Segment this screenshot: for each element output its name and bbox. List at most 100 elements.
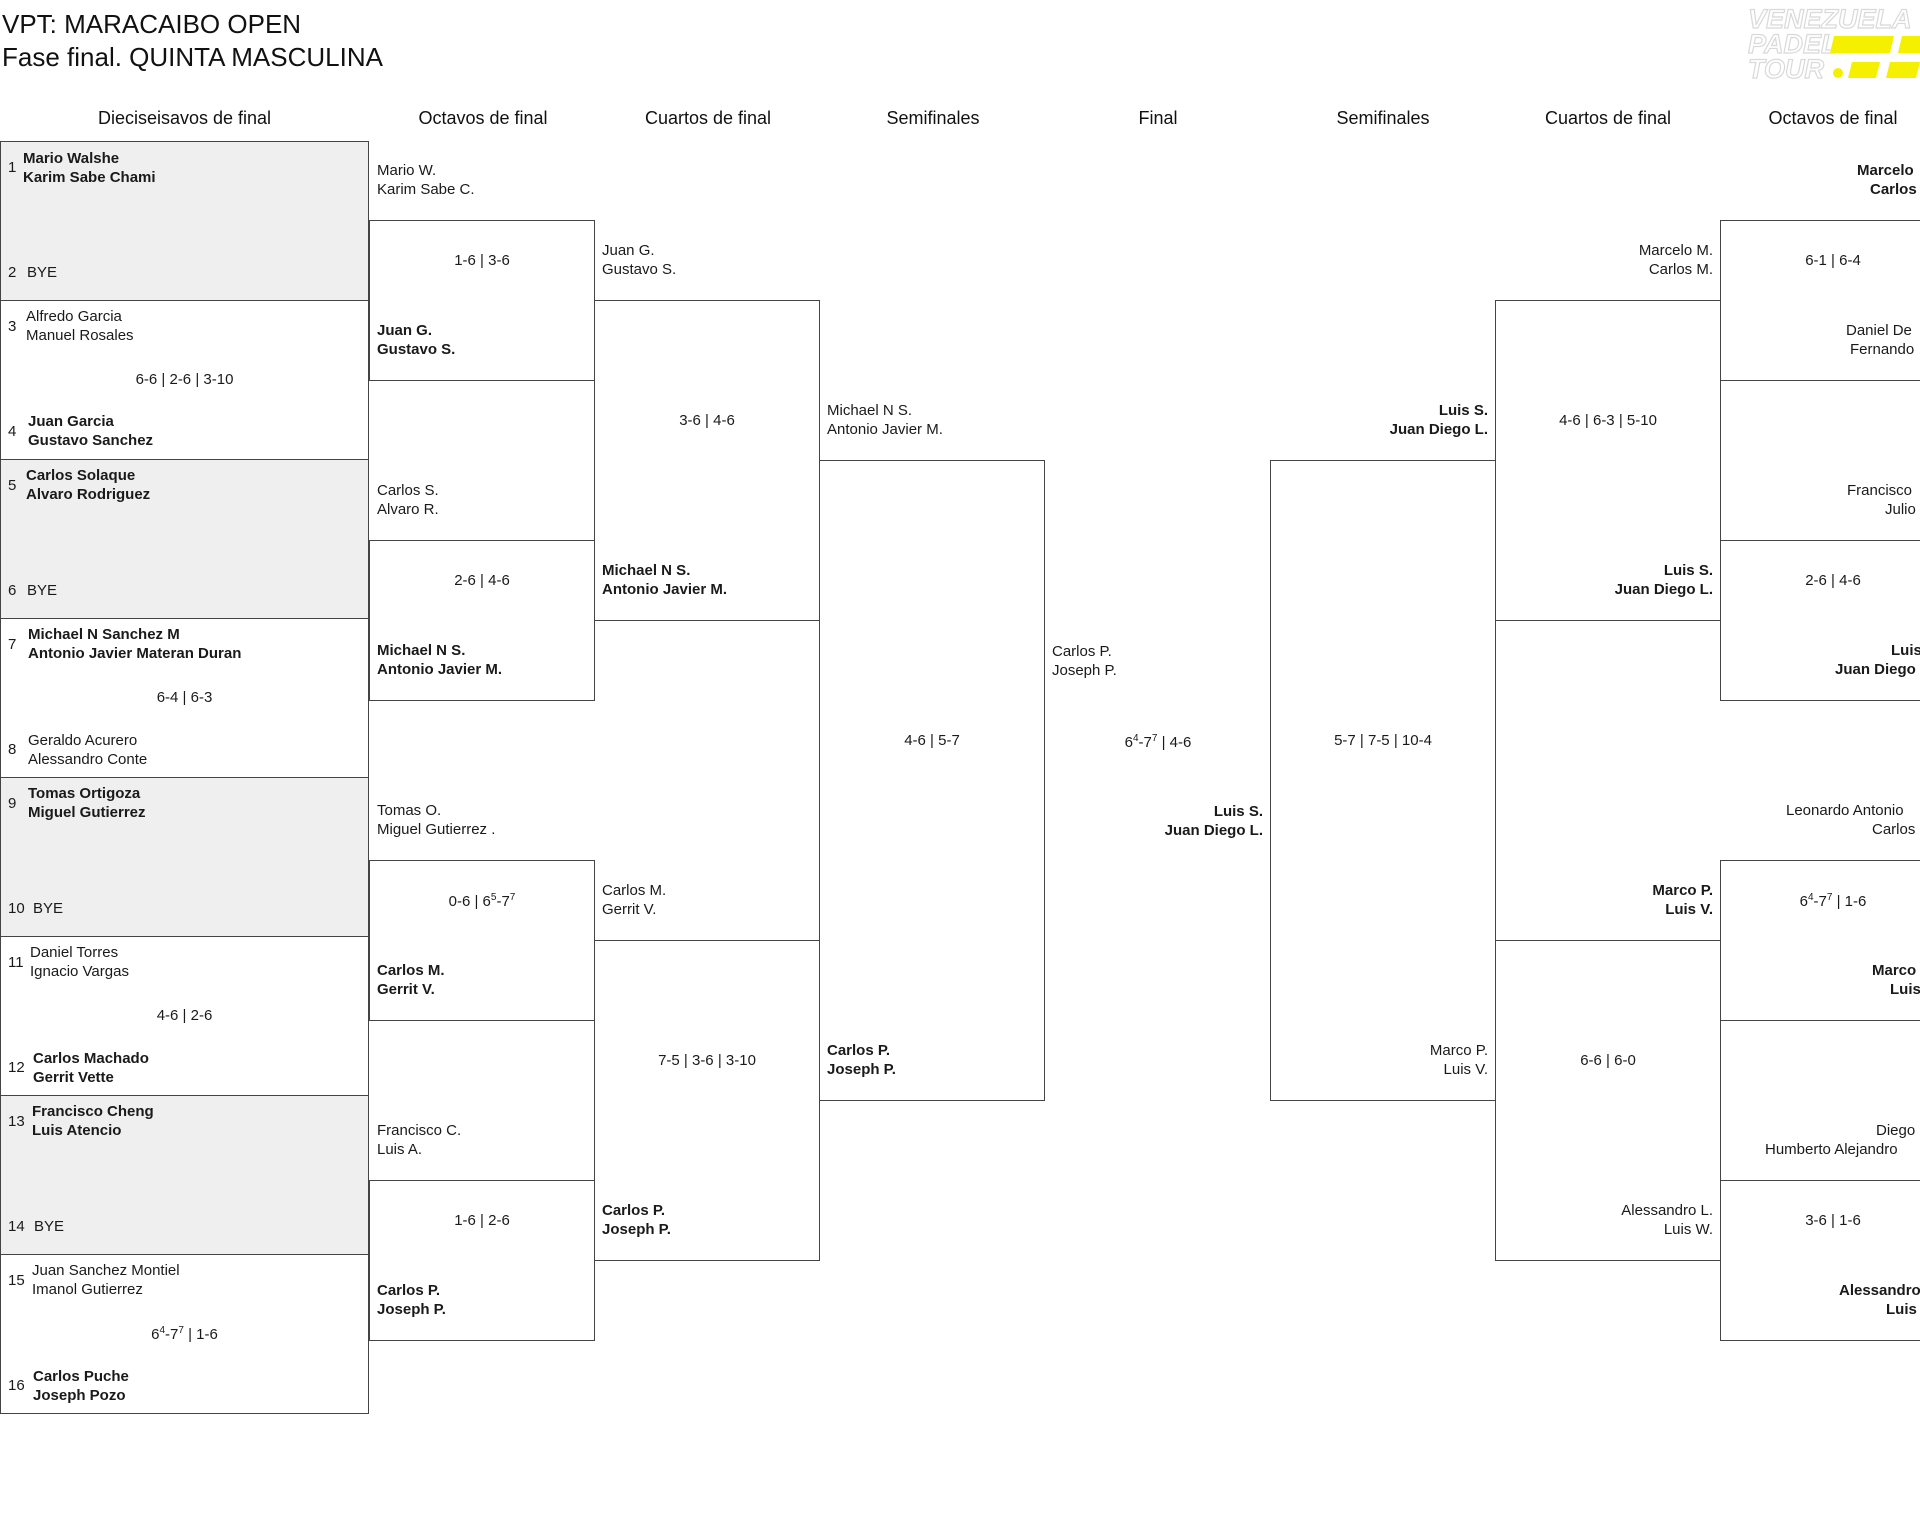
r32-match-3 [0, 459, 369, 619]
player-name: Marco [1872, 962, 1917, 979]
player-name: Carlos [1872, 821, 1916, 838]
player-name: Michael N S. [602, 562, 691, 579]
player-name: Carlos M. [602, 882, 667, 899]
player-name: Marcelo M. [1638, 242, 1713, 259]
player-name: Juan G. [602, 242, 655, 259]
player-name: Antonio Javier M. [827, 421, 943, 438]
player-name: Luis V. [1443, 1061, 1488, 1078]
match-score: 6-6 | 6-0 [1580, 1052, 1636, 1069]
header-qf-right: Cuartos de final [1544, 108, 1672, 128]
player-name: Juan G. [377, 322, 433, 339]
player-name: Gerrit V. [602, 901, 657, 918]
player-name: Daniel Torres [30, 944, 119, 961]
player-name: Juan Sanchez Montiel [32, 1262, 180, 1279]
svg-text:TOUR: TOUR [1748, 54, 1825, 82]
match-score: 1-6 | 3-6 [454, 252, 510, 269]
seed-number: 1 [8, 159, 17, 176]
seed-number: 4 [8, 423, 17, 440]
player-name: Joseph P. [1052, 662, 1117, 679]
player-name: Juan Diego [1835, 661, 1916, 678]
match-score: 2-6 | 4-6 [454, 572, 510, 589]
player-name: Carlos P. [1052, 643, 1112, 660]
match-score: 64-77 | 1-6 [1799, 892, 1867, 911]
player-name: Michael N S. [827, 402, 913, 419]
player-name: Mario Walshe [23, 150, 120, 167]
r16-left-match-4 [369, 1180, 595, 1341]
r32-match-7 [0, 1095, 369, 1255]
vpt-logo: VENEZUELA PADEL TOUR [1747, 3, 1920, 82]
player-name: Juan Diego L. [1614, 581, 1713, 598]
r16-left-match-2 [369, 540, 595, 701]
player-name: Francisco Cheng [32, 1103, 154, 1120]
player-name: Imanol Gutierrez [32, 1281, 143, 1298]
player-name: Alessandro Conte [28, 751, 148, 768]
seed-number: 7 [8, 636, 17, 653]
player-name: Joseph P. [827, 1061, 896, 1078]
player-name: Juan Diego L. [1164, 822, 1263, 839]
r32-match-8 [0, 1254, 369, 1414]
player-name: Luis W. [1663, 1221, 1713, 1238]
player-name: Marco P. [1652, 882, 1713, 899]
player-name: Geraldo Acurero [28, 732, 138, 749]
match-score: 4-6 | 6-3 | 5-10 [1559, 412, 1657, 429]
player-name: Juan Diego L. [1389, 421, 1488, 438]
player-name: Manuel Rosales [26, 327, 134, 344]
player-name: Gerrit Vette [33, 1069, 114, 1086]
player-name: Antonio Javier M. [377, 661, 503, 678]
seed-number: 2 [8, 264, 17, 281]
player-name: Luis S. [1663, 562, 1713, 579]
match-score: 3-6 | 4-6 [679, 412, 735, 429]
player-name: Gustavo S. [377, 341, 456, 358]
qf-right-match-2 [1495, 940, 1721, 1261]
qf-left-match-1 [594, 300, 820, 621]
player-name: Marcelo [1857, 162, 1914, 179]
player-name: Leonardo Antonio [1786, 802, 1904, 819]
seed-number: 9 [8, 795, 17, 812]
seed-number: 5 [8, 477, 17, 494]
svg-text:PADEL: PADEL [1748, 29, 1838, 59]
match-score: 6-1 | 6-4 [1805, 252, 1861, 269]
seed-number: 12 [8, 1059, 25, 1076]
player-name: Carlos Machado [33, 1050, 149, 1067]
player-name: Michael N Sanchez M [28, 626, 180, 643]
player-name: Gustavo S. [602, 261, 677, 278]
match-score: 6-6 | 2-6 | 3-10 [135, 371, 234, 388]
r16-right-match-1 [1720, 220, 1920, 381]
match-score: 4-6 | 5-7 [904, 732, 960, 749]
player-name: Julio [1885, 501, 1916, 518]
r32-match-1 [0, 141, 369, 301]
r16-right-match-3 [1720, 860, 1920, 1021]
header-r32: Dieciseisavos de final [97, 108, 272, 128]
seed-number: 11 [8, 954, 24, 971]
seed-number: 16 [8, 1377, 25, 1394]
qf-right-match-1 [1495, 300, 1721, 621]
match-score: 1-6 | 2-6 [454, 1212, 510, 1229]
player-name: Luis [1886, 1301, 1917, 1318]
player-name: Carlos S. [377, 482, 439, 499]
match-score: 6-4 | 6-3 [156, 689, 213, 706]
sf-right-match [1270, 460, 1496, 1101]
player-name: Tomas O. [377, 802, 442, 819]
player-name: Miguel Gutierrez . [377, 821, 496, 838]
r16-right-match-4 [1720, 1180, 1920, 1341]
player-name: Antonio Javier Materan Duran [28, 645, 242, 662]
match-score: 64-77 | 1-6 [151, 1325, 218, 1344]
player-name: Joseph P. [377, 1301, 446, 1318]
player-name: Luis A. [377, 1141, 423, 1158]
header-r16-left: Octavos de final [418, 108, 548, 128]
player-name: Humberto Alejandro [1765, 1141, 1898, 1158]
player-name: Luis S. [1438, 402, 1488, 419]
player-name: Luis V. [1665, 901, 1713, 918]
player-name: Carlos Puche [33, 1368, 129, 1385]
player-name: Carlos Solaque [26, 467, 136, 484]
seed-number: 3 [8, 318, 17, 335]
final-score: 64-77 | 4-6 [1124, 733, 1192, 752]
header-qf-left: Cuartos de final [644, 108, 772, 128]
match-score: 3-6 | 1-6 [1805, 1212, 1861, 1229]
match-score: 5-7 | 7-5 | 10-4 [1334, 732, 1432, 749]
match-score: 7-5 | 3-6 | 3-10 [658, 1052, 756, 1069]
player-name: Alvaro Rodriguez [26, 486, 151, 503]
player-name: Carlos P. [827, 1042, 891, 1059]
player-name: Francisco C. [377, 1122, 462, 1139]
header-final: Final [1138, 108, 1178, 128]
